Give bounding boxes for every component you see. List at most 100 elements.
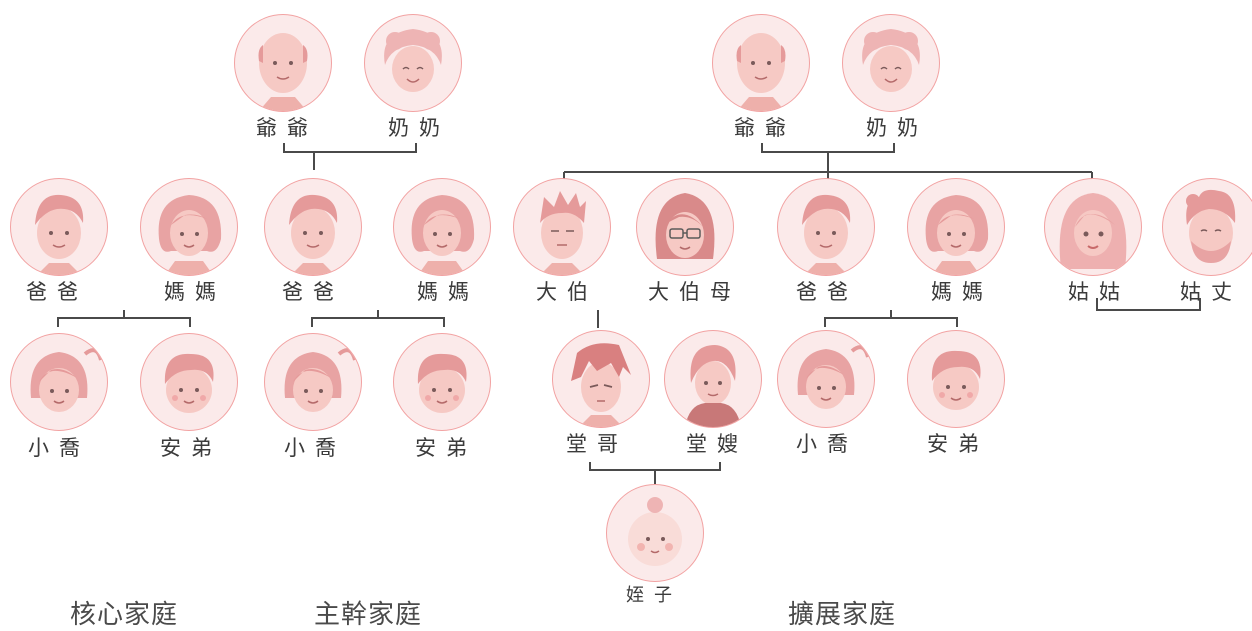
mom-face-icon: [411, 195, 475, 275]
grandma-face-icon: [384, 29, 442, 92]
member-aunt-husband: [1162, 178, 1252, 276]
boy-face-icon: [164, 353, 214, 413]
aunt-label: 大伯母: [648, 280, 741, 304]
uncle-portrait: [513, 178, 611, 276]
andi-label: 安弟: [415, 436, 477, 460]
xiaoqiao-portrait: [777, 330, 875, 428]
xiaoqiao-label: 小喬: [284, 436, 346, 460]
member-andi-nuclear: [140, 333, 240, 431]
baby-face-icon: [628, 497, 682, 566]
grandpa-face-icon: [258, 33, 308, 111]
aunt-face-icon: [655, 193, 715, 259]
member-cousin: [552, 330, 652, 428]
cousin-wife-label: 堂嫂: [686, 432, 748, 456]
boy-face-icon: [931, 350, 981, 410]
mom-portrait: [907, 178, 1005, 276]
grandpa-face-icon: [736, 33, 786, 111]
member-xiaoqiao-extended: [777, 330, 877, 428]
mom-face-icon: [925, 195, 989, 275]
title-nuclear-family: 核心家庭: [70, 600, 179, 630]
girl-face-icon: [30, 348, 103, 412]
mom-label: 媽媽: [417, 280, 479, 304]
xiaoqiao-label: 小喬: [796, 432, 858, 456]
cousin-wife-portrait: [664, 330, 762, 428]
title-stem-family: 主幹家庭: [314, 600, 423, 630]
cousin-face-icon: [571, 343, 631, 427]
paternal-aunt-portrait: [1044, 178, 1142, 276]
dad-face-icon: [802, 194, 851, 275]
dad-portrait: [264, 178, 362, 276]
paternal-aunt-label: 姑姑: [1068, 280, 1130, 304]
dad-face-icon: [35, 194, 84, 275]
cousin-portrait: [552, 330, 650, 428]
grandma-label: 奶奶: [388, 116, 450, 140]
dad-label: 爸爸: [26, 280, 88, 304]
aunt-husband-face-icon: [1186, 189, 1236, 263]
andi-label: 安弟: [160, 436, 222, 460]
member-grandpa-extended: [712, 14, 812, 112]
member-paternal-aunt: [1044, 178, 1144, 276]
title-extended-family: 擴展家庭: [788, 600, 897, 630]
boy-face-icon: [417, 353, 467, 413]
andi-portrait: [140, 333, 238, 431]
member-aunt: [636, 178, 736, 276]
grandma-label: 奶奶: [866, 116, 928, 140]
member-mom-nuclear: [140, 178, 240, 276]
xiaoqiao-label: 小喬: [28, 436, 90, 460]
nephew-portrait: [606, 484, 704, 582]
member-dad-nuclear: [10, 178, 110, 276]
member-andi-extended: [907, 330, 1007, 428]
grandpa-portrait: [234, 14, 332, 112]
member-dad-extended: [777, 178, 877, 276]
grandpa-portrait: [712, 14, 810, 112]
member-grandpa-stem: [234, 14, 334, 112]
aunt-portrait: [636, 178, 734, 276]
grandma-portrait: [364, 14, 462, 112]
dad-portrait: [777, 178, 875, 276]
xiaoqiao-portrait: [10, 333, 108, 431]
connector-extended-grandparents: [761, 143, 895, 172]
grandma-portrait: [842, 14, 940, 112]
andi-label: 安弟: [927, 432, 989, 456]
dad-face-icon: [289, 194, 338, 275]
mom-label: 媽媽: [931, 280, 993, 304]
member-cousin-wife: [664, 330, 764, 428]
grandpa-label: 爺爺: [256, 116, 318, 140]
aunt-husband-portrait: [1162, 178, 1252, 276]
member-xiaoqiao-nuclear: [10, 333, 110, 431]
connector-aunt-couple: [1096, 298, 1201, 311]
cousin-wife-face-icon: [685, 345, 741, 427]
andi-portrait: [907, 330, 1005, 428]
mom-portrait: [393, 178, 491, 276]
member-mom-stem: [393, 178, 493, 276]
uncle-face-icon: [540, 191, 586, 275]
member-xiaoqiao-stem: [264, 333, 364, 431]
aunt-husband-label: 姑丈: [1180, 280, 1242, 304]
member-andi-stem: [393, 333, 493, 431]
mom-face-icon: [158, 195, 222, 275]
connector-nuclear-children: [57, 310, 191, 327]
connector-stem-grandparents: [283, 143, 417, 170]
dad-portrait: [10, 178, 108, 276]
nephew-label: 姪子: [626, 585, 682, 606]
member-grandma-stem: [364, 14, 464, 112]
connector-extended-branches: [563, 171, 1093, 180]
member-nephew: [606, 484, 706, 582]
mom-label: 媽媽: [164, 280, 226, 304]
member-uncle: [513, 178, 613, 276]
dad-label: 爸爸: [796, 280, 858, 304]
connector-stem-children: [311, 310, 445, 327]
girl-face-icon: [284, 348, 357, 412]
cousin-label: 堂哥: [566, 432, 628, 456]
xiaoqiao-portrait: [264, 333, 362, 431]
mom-portrait: [140, 178, 238, 276]
andi-portrait: [393, 333, 491, 431]
member-dad-stem: [264, 178, 364, 276]
paternal-aunt-face-icon: [1059, 193, 1127, 269]
connector-cousin-child: [589, 462, 721, 484]
grandma-face-icon: [862, 29, 920, 92]
member-mom-extended: [907, 178, 1007, 276]
connector-extended-children: [824, 310, 958, 327]
grandpa-label: 爺爺: [734, 116, 796, 140]
